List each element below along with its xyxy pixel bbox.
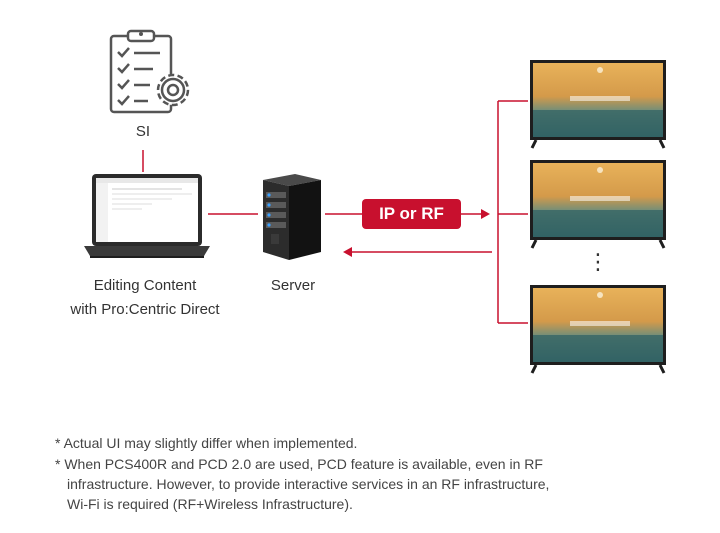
tv-display-icon xyxy=(530,285,666,374)
editing-label-line1: Editing Content xyxy=(93,277,197,294)
footnote-1: * Actual UI may slightly differ when imp… xyxy=(55,435,358,451)
tv-display-1 xyxy=(530,60,666,155)
laptop-icon xyxy=(84,174,210,258)
server-label: Server xyxy=(270,277,316,294)
tv-display-3 xyxy=(530,285,666,380)
more-tvs-ellipsis: ⋮ xyxy=(587,249,609,274)
tv-display-icon xyxy=(530,160,666,249)
editing-label-line2: with Pro:Centric Direct xyxy=(70,301,220,318)
si-label: SI xyxy=(135,123,151,140)
tv-display-icon xyxy=(530,60,666,149)
footnote-2: * When PCS400R and PCD 2.0 are used, PCD… xyxy=(55,456,543,472)
arrow-left xyxy=(343,247,352,257)
checklist-gear-icon xyxy=(109,29,190,114)
server-tower-icon xyxy=(263,174,321,260)
tv-display-2 xyxy=(530,160,666,255)
connection-pill: IP or RF xyxy=(362,199,461,229)
footnote-2-cont2: Wi-Fi is required (RF+Wireless Infrastru… xyxy=(67,496,353,512)
footnote-2-cont: infrastructure. However, to provide inte… xyxy=(67,476,550,492)
arrow-right xyxy=(481,209,490,219)
